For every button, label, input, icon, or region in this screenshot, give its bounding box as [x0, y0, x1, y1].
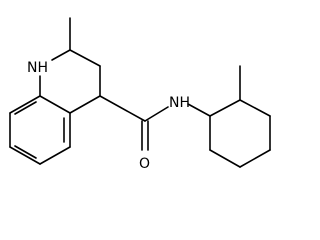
bond-cy-4	[239, 149, 271, 168]
carbonyl-oxygen-label: O	[139, 156, 150, 172]
bond-c2-c3	[69, 49, 101, 67]
bond-benzene-double-3	[14, 101, 37, 115]
ring-nh-label: NH	[27, 60, 48, 76]
piperidine-ring	[39, 17, 101, 114]
bond-carbonyl-nh	[144, 106, 169, 122]
bond-benzene-double-2	[14, 145, 37, 159]
bond-cy-1	[209, 99, 241, 117]
benzene-ring	[9, 95, 71, 165]
molecule-drawing: NH NH O	[9, 17, 271, 172]
carboxamide-group	[99, 95, 211, 151]
bond-c4-carbonyl	[99, 95, 146, 122]
bond-benzene-4	[9, 146, 41, 165]
bond-n1-c2	[51, 49, 71, 61]
cyclohexane-ring	[209, 65, 271, 168]
bond-benzene-3	[39, 146, 71, 165]
bond-cy-5	[209, 149, 241, 168]
bond-benzene-6	[9, 95, 41, 114]
amide-nh-label: NH	[169, 95, 190, 111]
bond-cy-2	[239, 99, 271, 117]
bond-nh-cyclohexyl	[187, 103, 211, 117]
bond-c4-c4a	[69, 95, 101, 114]
bond-benzene-1	[39, 95, 71, 114]
